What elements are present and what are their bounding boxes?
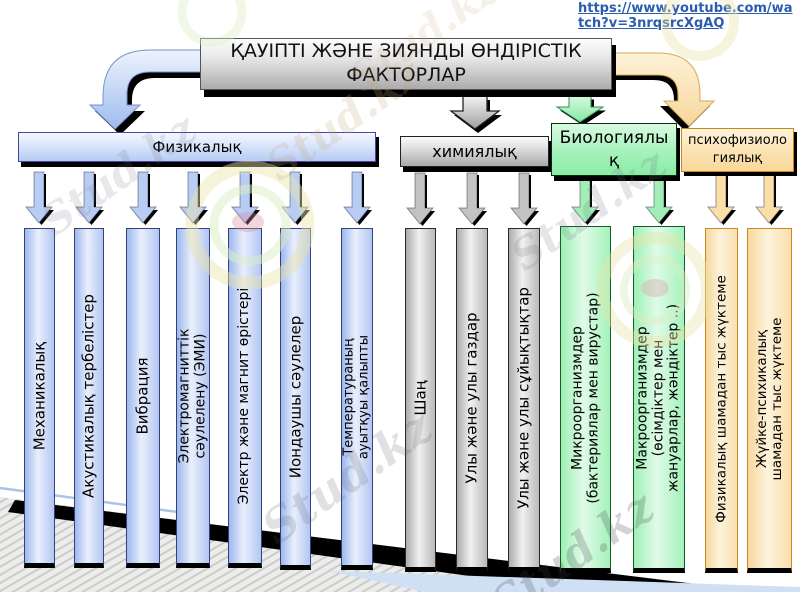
factor-label: Улы және улы газдар: [462, 312, 481, 484]
factor-label: Физикалық шамадан тыс жүктеме: [712, 274, 729, 523]
category-box-chemical: химиялық: [400, 136, 549, 167]
factor-column-mechanical: Механикалық: [24, 228, 55, 568]
factor-column-ionizing: Иондаушы сәулелер: [280, 228, 311, 570]
factor-column-dust: Шаң: [405, 228, 436, 572]
factor-label: Макроорганизмдер (өсімдіктер мен жануарл…: [634, 303, 682, 492]
category-box-psycho: психофизиологиялық: [681, 128, 794, 172]
youtube-link[interactable]: https://www.youtube.com/watch?v=3nrqsrcX…: [578, 1, 793, 31]
category-box-physical: Физикалық: [18, 132, 376, 162]
factor-label: Улы және улы сұйықтықтар: [514, 287, 533, 509]
factor-column-electromagnetic: Электромагниттік сәулелену (ЭМИ): [176, 228, 210, 568]
factor-label: Шаң: [411, 380, 430, 416]
factor-label: Микроорганизмдер (бактериялар мен вируст…: [568, 291, 601, 504]
factor-label: Температураның ауытқуы қалыпты: [341, 334, 371, 460]
factor-column-macroorganisms: Макроорганизмдер (өсімдіктер мен жануарл…: [633, 226, 685, 573]
factor-label: Электр және магнит өрістері: [236, 287, 253, 505]
factor-column-temperature: Температураның ауытқуы қалыпты: [341, 228, 373, 570]
factor-label: Электромагниттік сәулелену (ЭМИ): [176, 328, 208, 464]
factor-column-vibration: Вибрация: [126, 228, 160, 568]
factor-label: Акустикалық тербелістер: [79, 294, 98, 498]
factor-label: Механикалық: [30, 341, 49, 451]
factor-column-neuro-psychic-overload: Жүйке-психикалық шамадан тыс жүктеме: [747, 228, 792, 573]
factor-label: Жүйке-психикалық шамадан тыс жүктеме: [753, 317, 785, 481]
factor-column-toxic-gases: Улы және улы газдар: [456, 228, 488, 572]
factor-column-microorganisms: Микроорганизмдер (бактериялар мен вируст…: [560, 226, 611, 573]
factor-label: Вибрация: [133, 357, 152, 435]
factor-column-acoustic: Акустикалық тербелістер: [74, 228, 104, 568]
factor-column-electric-magnetic: Электр және магнит өрістері: [228, 228, 262, 568]
factor-column-toxic-liquids: Улы және улы сұйықтықтар: [508, 228, 540, 572]
page-title: ҚАУІПТІ ЖӘНЕ ЗИЯНДЫ ӨНДІРІСТІК ФАКТОРЛАР: [200, 38, 612, 90]
factor-column-physical-overload: Физикалық шамадан тыс жүктеме: [705, 228, 738, 573]
category-box-biological: Биологиялық: [551, 123, 677, 176]
factor-label: Иондаушы сәулелер: [286, 315, 305, 479]
